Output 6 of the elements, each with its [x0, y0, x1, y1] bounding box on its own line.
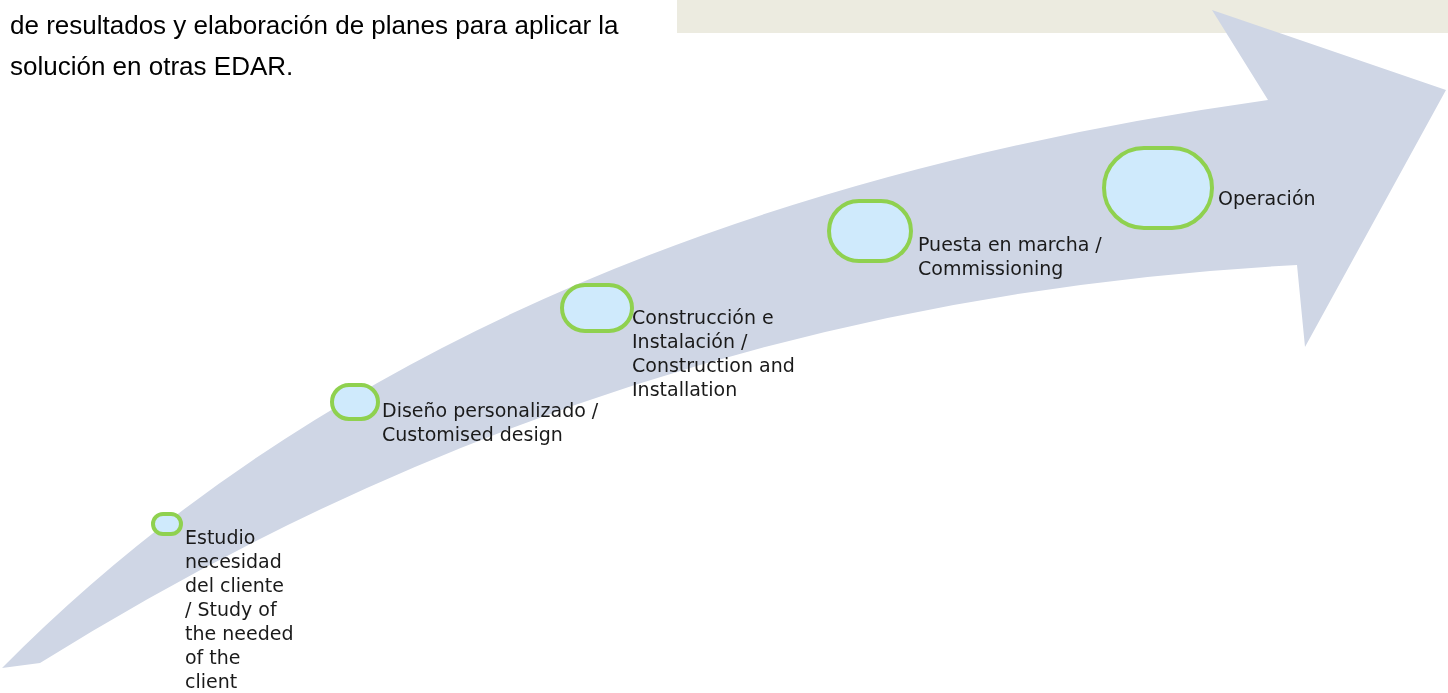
stage-label: Operación [1218, 186, 1317, 210]
stage-label: Construcción e Instalación / Construction and Installation [632, 305, 796, 401]
stage-label: Puesta en marcha / Commissioning [918, 232, 1103, 280]
paragraph-text: de resultados y elaboración de planes para aplicar la solución en otras EDAR. [10, 9, 620, 83]
stage-label: Diseño personalizado / Customised design [382, 398, 600, 446]
stage-label: Estudio necesidad del cliente / Study of the needed of the client [185, 525, 295, 693]
